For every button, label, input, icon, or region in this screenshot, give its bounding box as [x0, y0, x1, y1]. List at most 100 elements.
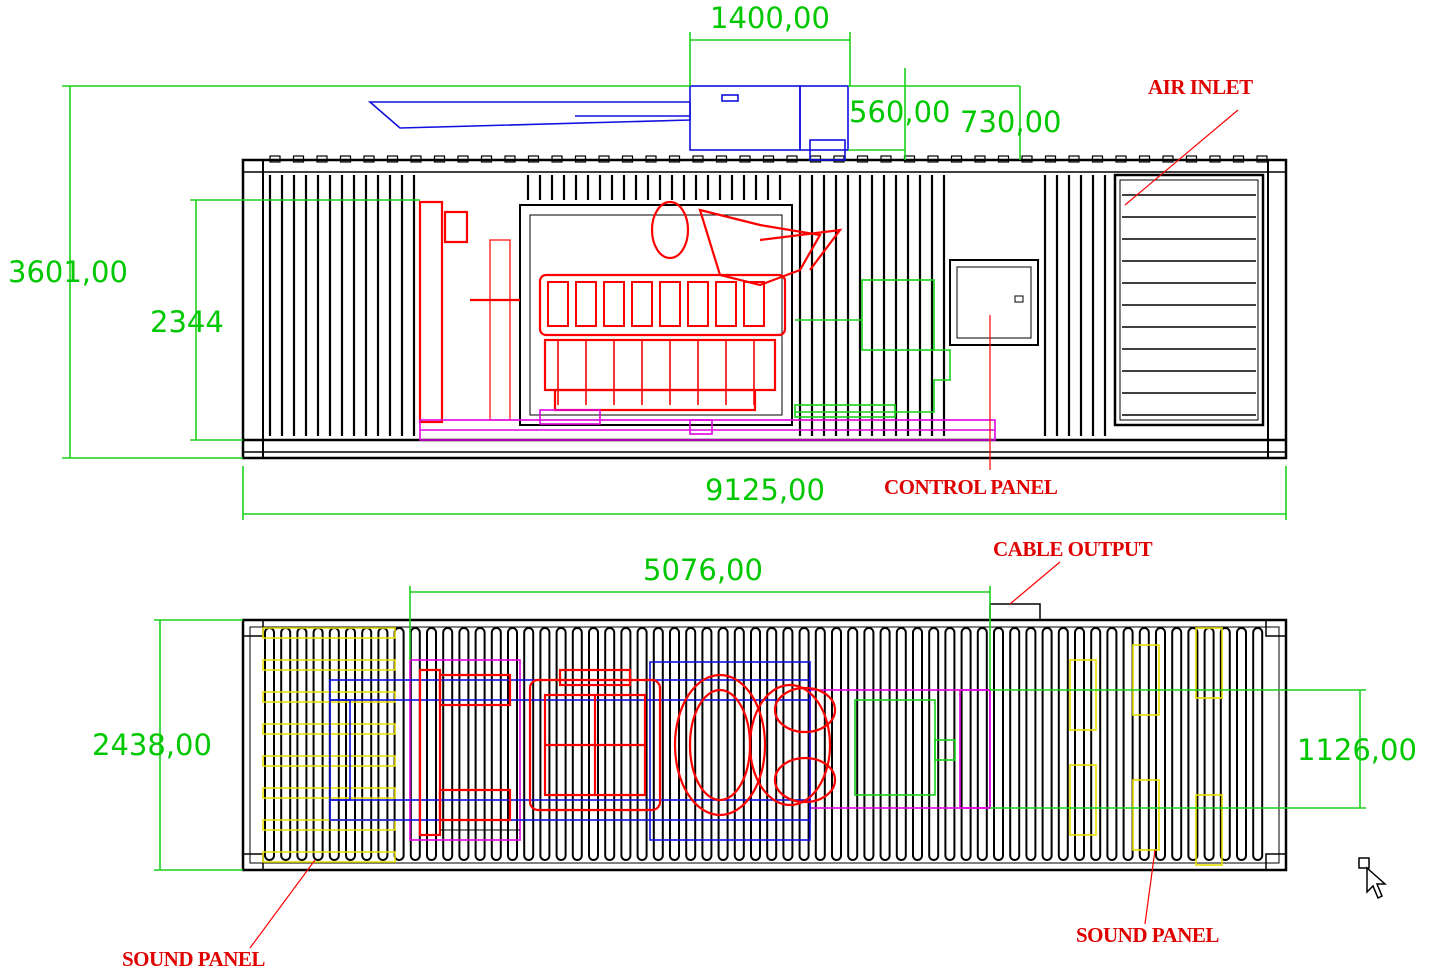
roof-corrugation-slot: [1074, 627, 1085, 861]
roof-corrugation-slot: [928, 627, 940, 861]
roof-corrugation-slot: [426, 627, 437, 861]
roof-corrugation: [480, 155, 493, 163]
roof-corrugation: [1138, 155, 1151, 163]
engine-plan: [329, 659, 991, 841]
mouse-pointer-icon: [1358, 857, 1387, 900]
roof-corrugation-slot: [879, 627, 891, 861]
roof-corrugation-slot: [474, 627, 486, 861]
roof-corrugation-slot: [361, 627, 373, 861]
roof-corrugation-slot: [652, 627, 664, 861]
roof-corrugation-slot: [912, 627, 923, 861]
roof-corrugation-slot: [976, 627, 988, 861]
roof-corrugation-slot: [312, 627, 324, 861]
exhaust-silencer: [367, 85, 849, 161]
roof-corrugation-slot: [264, 627, 275, 861]
engine-cylinder: [687, 281, 709, 327]
roof-corrugation-slot: [393, 627, 405, 861]
roof-corrugation: [1256, 155, 1268, 163]
roof-corrugation: [974, 155, 986, 163]
sound-panel-baffle: [262, 659, 396, 671]
roof-corrugation-slot: [1187, 627, 1199, 861]
roof-corrugation: [786, 155, 798, 163]
engine-cylinder: [715, 281, 737, 327]
dim-roof-clearance: 730,00: [960, 105, 1061, 139]
plan-callouts: CABLE OUTPUT SOUND PANEL SOUND PANEL: [122, 537, 1220, 971]
roof-corrugation: [386, 155, 399, 163]
roof-corrugation: [645, 155, 657, 163]
roof-corrugation-slot: [701, 627, 713, 861]
roof-corrugation: [715, 155, 728, 163]
cable-output-label: CABLE OUTPUT: [993, 537, 1153, 561]
roof-corrugation: [833, 155, 845, 163]
roof-corrugation-slot: [685, 627, 697, 861]
roof-corrugation-slot: [847, 627, 859, 861]
control-panel-box: [794, 259, 1039, 418]
dim-total-height: 3601,00: [8, 255, 128, 289]
sound-panel-baffle: [262, 787, 396, 799]
sound-panel-baffle: [262, 723, 396, 735]
engine-cylinder: [603, 281, 625, 327]
roof-corrugation: [1232, 155, 1245, 163]
roof-corrugation-slot: [1041, 627, 1053, 861]
roof-corrugation: [339, 155, 352, 163]
roof-corrugation-slot: [458, 627, 470, 861]
sound-panel-right-label: SOUND PANEL: [1076, 923, 1219, 947]
roof-corrugation: [598, 155, 610, 163]
engine-cylinder: [659, 281, 681, 327]
roof-corrugation: [457, 155, 469, 163]
roof-corrugation-slot: [944, 627, 956, 861]
sound-panel-baffle: [262, 755, 396, 767]
roof-corrugation-slot: [798, 627, 810, 861]
roof-corrugation-slot: [782, 627, 794, 861]
roof-corrugation-slot: [717, 627, 729, 861]
roof-corrugation: [269, 155, 281, 163]
dim-skid-width: 1126,00: [1297, 733, 1417, 767]
roof-corrugation: [621, 155, 634, 163]
roof-corrugation: [504, 155, 516, 163]
sound-panel-baffle: [262, 819, 396, 831]
engine-cylinder: [743, 281, 765, 327]
roof-corrugation: [997, 155, 1010, 163]
roof-corrugation: [1091, 155, 1104, 163]
roof-corrugation-slot: [1090, 627, 1102, 861]
engine-cylinder: [575, 281, 597, 327]
plan-dimensions: 5076,00 2438,00 1126,00: [92, 553, 1417, 871]
roof-corrugation: [927, 155, 939, 163]
roof-corrugation-slot: [831, 627, 842, 861]
roof-corrugation: [1209, 155, 1221, 163]
dim-door-height: 2344: [150, 305, 224, 339]
roof-corrugation-slot: [1203, 627, 1215, 861]
roof-corrugation-slot: [490, 627, 502, 861]
engine-cylinder: [547, 281, 569, 327]
base-frame: [419, 409, 996, 441]
sound-panel-baffle: [262, 851, 396, 863]
roof-corrugation: [1044, 155, 1057, 163]
dim-engine-offset: 5076,00: [643, 553, 763, 587]
roof-corrugation-slot: [1138, 627, 1150, 861]
sound-panel-left-label: SOUND PANEL: [122, 947, 265, 971]
side-callouts: AIR INLET CONTROL PANEL: [884, 75, 1254, 499]
roof-corrugation-slot: [1122, 627, 1134, 861]
air-inlet-louvre: [1113, 173, 1265, 427]
roof-corrugation-slot: [409, 627, 421, 861]
roof-corrugation-slot: [993, 627, 1004, 861]
roof-corrugation-slot: [733, 627, 745, 861]
roof-corrugation-slot: [1171, 627, 1183, 861]
roof-corrugation-slot: [1057, 627, 1069, 861]
sound-panel-baffle: [262, 627, 396, 639]
dim-container-length: 9125,00: [705, 473, 825, 507]
roof-corrugation: [316, 155, 328, 163]
roof-corrugation-slot: [1025, 627, 1037, 861]
dim-exhaust-height: 560,00: [849, 95, 950, 129]
roof-corrugation-slot: [1009, 627, 1021, 861]
roof-corrugation: [292, 155, 305, 163]
roof-corrugation: [1185, 155, 1198, 163]
plan-view: 5076,00 2438,00 1126,00 CABLE OUTPUT SOU…: [92, 537, 1417, 971]
roof-corrugation-slot: [863, 627, 875, 861]
roof-corrugation: [363, 155, 375, 163]
roof-corrugation-slot: [1252, 627, 1264, 861]
roof-corrugation: [692, 155, 704, 163]
roof-corrugation-slot: [523, 627, 535, 861]
dim-container-width: 2438,00: [92, 728, 212, 762]
roof-corrugation-slot: [377, 627, 389, 861]
